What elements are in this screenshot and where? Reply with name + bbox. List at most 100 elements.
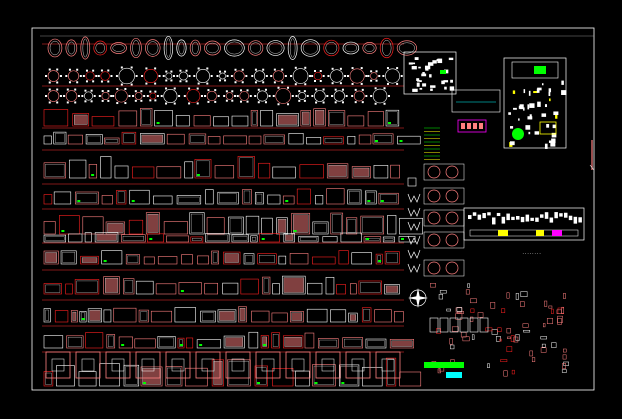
chair-block (254, 95, 257, 97)
furniture-block (68, 233, 83, 243)
kitchen-block (510, 126, 514, 129)
round-table-block (272, 70, 285, 82)
chair-block (107, 69, 110, 72)
round-table-block (165, 72, 173, 80)
living-set-block (225, 351, 251, 379)
furniture-block (243, 253, 255, 265)
chair-block (383, 87, 386, 90)
chair-block (375, 70, 378, 73)
detail-block (437, 58, 443, 64)
round-table-block (84, 91, 93, 101)
furniture-block (400, 238, 404, 240)
chair-block (344, 75, 347, 77)
fixture-block (456, 307, 462, 312)
chair-block (149, 99, 152, 102)
chair-block (374, 87, 377, 90)
furniture-block (349, 314, 356, 321)
furniture-block (340, 366, 358, 385)
bench-block (552, 230, 562, 236)
bench-block (498, 230, 508, 236)
round-table-block (256, 90, 268, 102)
furniture-block (157, 256, 178, 265)
furniture-block (347, 219, 356, 233)
furniture-block (75, 191, 99, 205)
living-set-block (291, 358, 305, 372)
chair-block (396, 67, 399, 70)
furniture-block (289, 253, 309, 265)
round-table-block (292, 68, 309, 84)
fixture-block (430, 283, 436, 288)
fixture-block (541, 343, 546, 348)
fixture-block (562, 354, 567, 360)
furniture-block (228, 361, 249, 385)
furniture-block (282, 195, 295, 205)
chair-block (257, 101, 260, 104)
furniture-block (207, 136, 221, 145)
furniture-block (398, 236, 416, 243)
detail-block (416, 82, 420, 87)
detail-block (416, 78, 420, 81)
furniture-block (124, 280, 133, 293)
furniture-block (296, 188, 311, 205)
detail-block (430, 85, 436, 88)
furniture-block (200, 310, 216, 323)
chair-block (92, 80, 95, 83)
living-set-block (345, 351, 371, 379)
furniture-block (134, 338, 156, 349)
oval-table-block (67, 41, 76, 55)
furniture-block (204, 282, 218, 295)
fixture-block (424, 362, 464, 368)
furniture-block (190, 135, 205, 143)
fixture-block (506, 292, 510, 299)
chair-block (141, 75, 144, 77)
furniture-block (129, 189, 150, 205)
furniture-block (219, 193, 237, 203)
chair-block (206, 67, 209, 70)
drawing-frame (31, 27, 595, 391)
furniture-block (219, 311, 235, 321)
kitchen-block (544, 104, 548, 108)
chair-block (77, 95, 80, 97)
chair-block (216, 75, 219, 77)
oval-table-block (176, 39, 187, 57)
chair-block (56, 68, 59, 71)
furniture-block (291, 212, 311, 235)
kitchen-block (512, 128, 524, 140)
furniture-block (101, 250, 123, 265)
door-block (459, 317, 469, 333)
living-set-block (261, 358, 275, 372)
fixture-block (427, 261, 441, 275)
furniture-block (217, 191, 239, 205)
round-table-block (372, 88, 388, 104)
furniture-block (72, 113, 90, 127)
fixture-block (563, 293, 566, 299)
furniture-block (214, 165, 235, 179)
bench-block (554, 212, 558, 219)
furniture-block (61, 230, 65, 232)
bench-block (511, 216, 515, 221)
oval-table-block (145, 39, 161, 57)
compass-rose-icon (408, 288, 428, 308)
furniture-block (104, 277, 119, 293)
fixture-block (529, 350, 533, 357)
detail-block (421, 73, 427, 77)
furniture-block (45, 164, 65, 177)
furniture-block (217, 309, 237, 323)
furniture-block (319, 339, 337, 347)
furniture-block (278, 255, 287, 265)
furniture-block (339, 364, 360, 387)
furniture-block (300, 110, 311, 127)
fixture-block (540, 336, 547, 340)
furniture-block (363, 309, 370, 321)
chair-block (254, 68, 257, 71)
chair-block (334, 101, 337, 104)
fixture-block (423, 259, 465, 277)
chair-block (231, 99, 234, 102)
chair-block (179, 80, 182, 83)
furniture-block (346, 217, 358, 235)
chair-block (48, 101, 51, 104)
furniture-block (85, 332, 104, 349)
furniture-block (140, 366, 163, 387)
